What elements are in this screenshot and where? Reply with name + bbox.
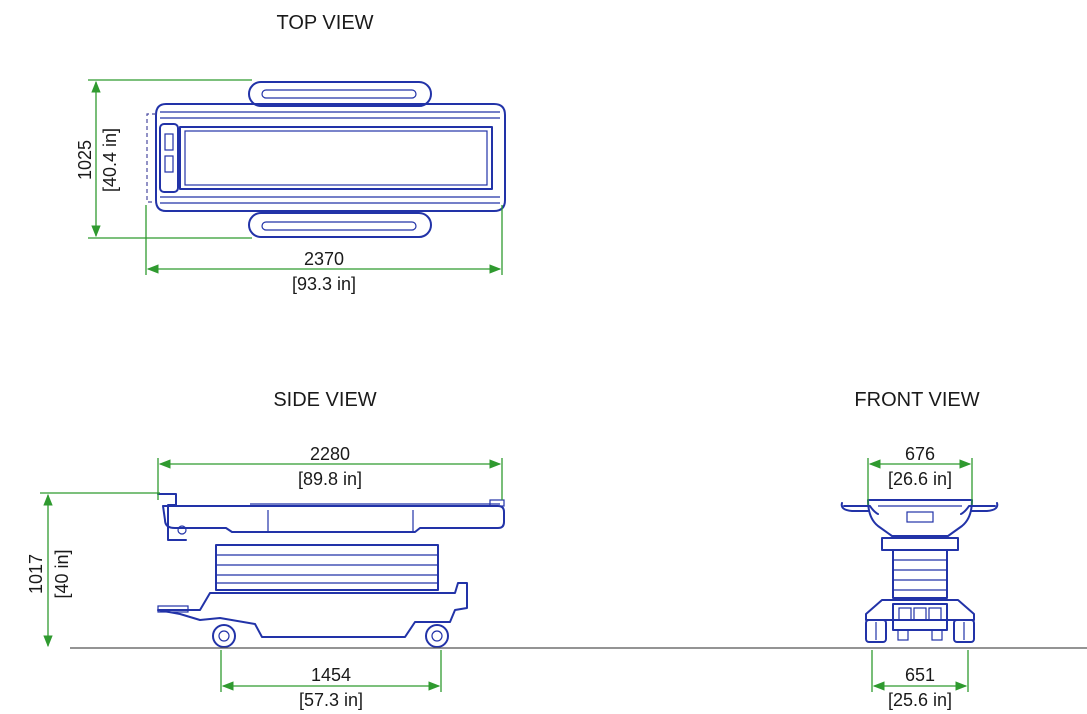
- top-handle-upper: [248, 81, 432, 107]
- side-height-mm: 1017: [26, 554, 46, 594]
- side-deck: [162, 505, 505, 533]
- side-length-dimension: 2280 [89.8 in]: [157, 444, 503, 500]
- front-column-top: [881, 537, 959, 551]
- front-top-width-in: [26.6 in]: [888, 469, 952, 489]
- side-head-knob: [177, 525, 187, 535]
- top-view-title: TOP VIEW: [276, 12, 373, 34]
- front-view-stretcher: [840, 499, 999, 643]
- side-height-in: [40 in]: [52, 549, 72, 598]
- top-head-panel: [159, 123, 179, 193]
- front-base-width-dimension: 651 [25.6 in]: [871, 650, 969, 710]
- side-wheelbase-dimension: 1454 [57.3 in]: [220, 650, 442, 710]
- side-wheel-right: [425, 624, 449, 648]
- top-head-detail-2: [164, 155, 174, 173]
- top-handle-upper-grip: [261, 89, 417, 99]
- top-width-dimension: 1025 [40.4 in]: [75, 79, 252, 239]
- top-view-stretcher: [146, 81, 506, 238]
- top-handle-lower-grip: [261, 221, 417, 231]
- front-handle-right: [960, 505, 996, 515]
- top-mattress-area: [179, 126, 493, 190]
- side-length-mm: 2280: [310, 444, 350, 464]
- side-view-title: SIDE VIEW: [273, 389, 376, 411]
- side-height-dimension: 1017 [40 in]: [26, 492, 160, 648]
- side-length-in: [89.8 in]: [298, 469, 362, 489]
- top-mattress-inner: [184, 130, 488, 186]
- top-head-dashed-outline: [146, 113, 156, 203]
- front-top-width-mm: 676: [905, 444, 935, 464]
- side-base-frame: [157, 582, 468, 638]
- side-wheel-left: [212, 624, 236, 648]
- front-base-center: [892, 603, 948, 631]
- front-base-width-mm: 651: [905, 665, 935, 685]
- top-handle-lower: [248, 212, 432, 238]
- top-width-mm: 1025: [75, 140, 95, 180]
- top-frame-outer: [155, 103, 506, 212]
- front-top-width-dimension: 676 [26.6 in]: [867, 444, 973, 505]
- front-lift-column: [892, 549, 948, 599]
- top-width-in: [40.4 in]: [100, 128, 120, 192]
- front-handle-left: [843, 505, 879, 515]
- top-length-in: [93.3 in]: [292, 274, 356, 294]
- top-head-detail-1: [164, 133, 174, 151]
- top-length-mm: 2370: [304, 249, 344, 269]
- front-caster-right: [953, 619, 975, 643]
- side-lift-column: [215, 544, 439, 591]
- front-caster-left: [865, 619, 887, 643]
- side-wheelbase-in: [57.3 in]: [299, 690, 363, 710]
- side-foot-pedal: [157, 605, 189, 613]
- front-deck-detail: [906, 511, 934, 523]
- side-view-stretcher: [157, 493, 505, 648]
- top-length-dimension: 2370 [93.3 in]: [145, 205, 503, 294]
- front-base-width-in: [25.6 in]: [888, 690, 952, 710]
- side-wheelbase-mm: 1454: [311, 665, 351, 685]
- side-foot-cap: [489, 499, 505, 507]
- front-deck: [867, 499, 973, 537]
- front-caster-inner-left: [897, 629, 909, 641]
- side-head-guard: [157, 493, 187, 541]
- front-view-title: FRONT VIEW: [854, 389, 979, 411]
- front-caster-inner-right: [931, 629, 943, 641]
